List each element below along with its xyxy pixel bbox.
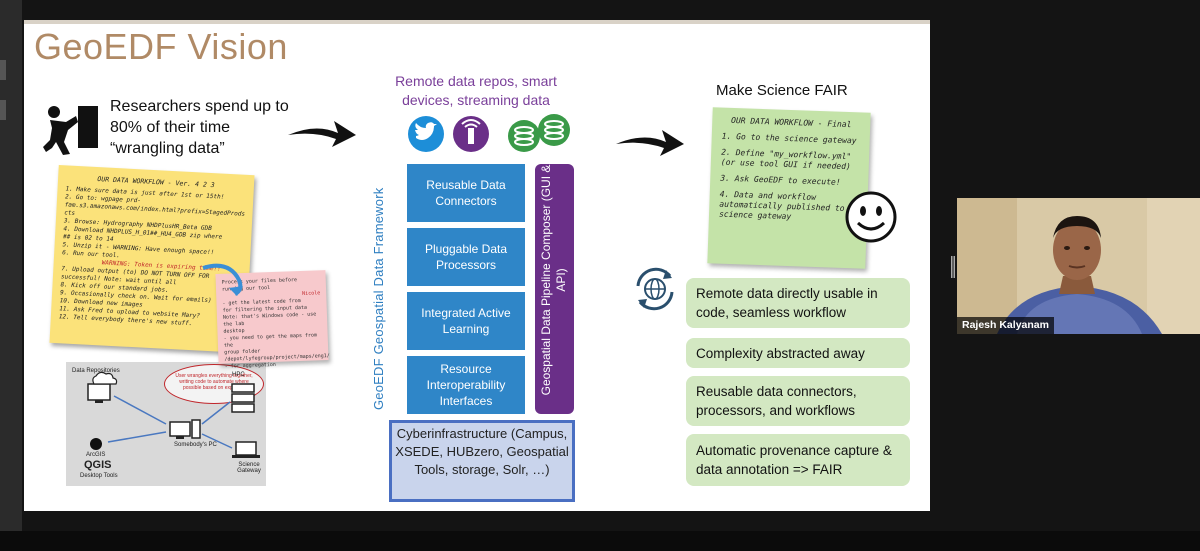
laptop-icon [232,441,260,458]
benefit-remote-data: Remote data directly usable in code, sea… [686,278,910,328]
new-workflow-note: OUR DATA WORKFLOW - Final 1. Go to the s… [707,107,871,269]
participant-video-tile[interactable] [957,198,1200,334]
remote-data-caption: Remote data repos, smart devices, stream… [395,73,557,108]
benefit-reusable: Reusable data connectors, processors, an… [686,376,910,426]
arcgis-label: ArcGIS [86,452,106,458]
new-note-step: 2. Define "my_workflow.yml" (or use tool… [720,147,852,172]
old-workflow-diagram: User wrangles everything together, writi… [66,362,266,486]
left-edge-panel [0,0,22,551]
server-rack-icon [231,383,255,413]
left-edge-marker [0,60,6,80]
researcher-pushing-icon [43,106,98,155]
somebodys-pc-label: Somebody's PC [174,442,217,448]
arcgis-globe-icon [90,438,102,450]
bottom-bar [0,531,1200,551]
participant-video-image [957,198,1200,334]
desktop-tools-label: Desktop Tools [80,473,118,479]
shared-slide: GeoEDF Vision Researchers spend up to 80… [24,20,930,511]
qgis-label: QGIS [84,459,112,471]
data-repositories-label: Data Repositories [72,368,120,374]
pipeline-composer-label: Geospatial Data Pipeline Composer (GUI &… [539,164,568,396]
researcher-statement: Researchers spend up to 80% of their tim… [110,98,289,157]
benefit-complexity: Complexity abstracted away [686,338,910,368]
database-stack-icon [508,114,570,152]
cloud-computer-icon [87,371,118,403]
framework-box-active-learning: Integrated Active Learning [407,292,525,350]
new-note-step: 1. Go to the science gateway [721,131,857,146]
globe-cycle-icon [636,267,674,311]
science-gateway-label: Science Gateway [237,462,261,474]
framework-box-interoperability: Resource Interoperability Interfaces [407,356,525,414]
pipeline-composer-bar [535,164,574,414]
participant-name-label: Rajesh Kalyanam [957,317,1054,334]
new-note-title: OUR DATA WORKFLOW - Final [730,115,852,130]
panel-resize-handle[interactable] [951,256,955,278]
twitter-icon [408,116,444,152]
left-edge-marker [0,100,6,120]
desktop-pc-icon [169,419,201,439]
new-note-step: 3. Ask GeoEDF to execute! [720,173,841,187]
cyberinfrastructure-box: Cyberinfrastructure (Campus, XSEDE, HUBz… [389,420,575,502]
flow-arrow-icon [616,130,684,156]
fair-heading: Make Science FAIR [716,82,848,99]
slide-title: GeoEDF Vision [34,26,288,67]
flow-arrow-icon [288,121,356,147]
smiley-face-icon [845,191,897,243]
diagram-graphics [87,371,260,458]
data-source-icons [408,114,570,152]
hpc-label: HPC [232,372,245,378]
framework-vertical-label: GeoEDF Geospatial Data Framework [371,187,386,410]
framework-box-connectors: Reusable Data Connectors [407,164,525,222]
new-note-step: 4. Data and workflow automatically publi… [718,189,845,222]
benefit-provenance: Automatic provenance capture & data anno… [686,434,910,486]
slide-top-border [24,20,930,24]
blue-curved-arrow-icon [202,263,243,296]
sensor-tower-icon [453,116,489,152]
framework-box-processors: Pluggable Data Processors [407,228,525,286]
